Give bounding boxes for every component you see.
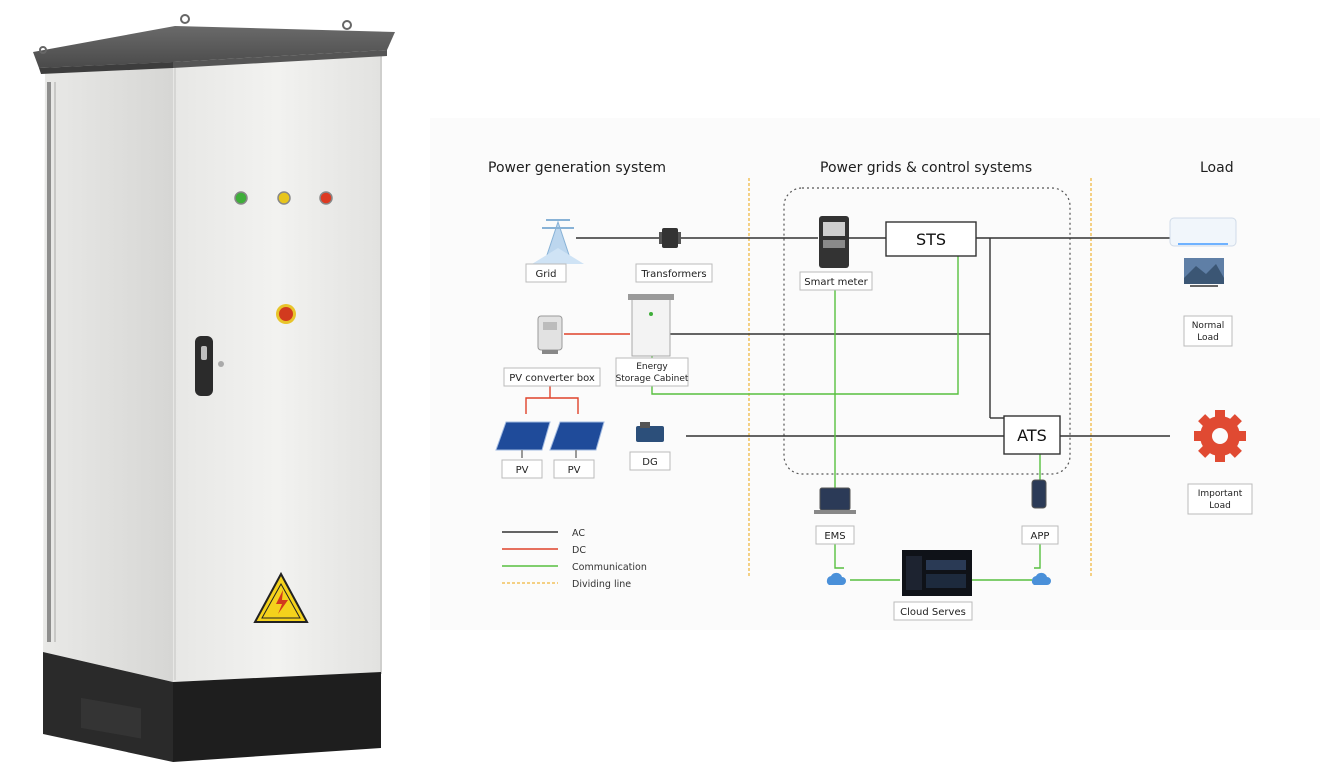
app-label-box [1021, 525, 1059, 545]
control-system-boundary [783, 187, 1071, 475]
legend: AC DC Communication Dividing line [502, 528, 647, 590]
ems-label: EMS [824, 531, 845, 542]
red-indicator-light [319, 191, 333, 205]
header-load: Load [1200, 160, 1234, 176]
cabinet-roof [33, 26, 395, 68]
energy-storage-cabinet-image [25, 12, 405, 772]
dg-label-box [629, 451, 671, 471]
cloud-icon-right [1031, 572, 1051, 585]
normal-load-label-line1: Normal [1192, 321, 1225, 331]
ats-label: ATS [1017, 426, 1047, 445]
legend-label-dividing: Dividing line [572, 579, 631, 590]
storage-label-line2: Storage Cabinet [616, 374, 689, 384]
normal-load-label-box [1183, 315, 1233, 347]
pv1-label-box [501, 459, 543, 479]
important-load-label-box [1187, 483, 1253, 515]
legend-label-dc: DC [572, 545, 586, 556]
important-load-label-line1: Important [1198, 489, 1243, 499]
transformer-icon [659, 228, 681, 248]
ats-box [1003, 415, 1061, 455]
cabinet-illustration [33, 14, 395, 762]
yellow-indicator-light [277, 191, 291, 205]
pv-panel-icon-2 [549, 421, 605, 458]
smart-meter-icon [819, 216, 849, 268]
cloud-label: Cloud Serves [900, 607, 966, 618]
dg-label: DG [642, 457, 657, 468]
grid-label-box [525, 263, 567, 283]
header-grids: Power grids & control systems [820, 160, 1032, 176]
cloud-icon-left [826, 572, 846, 585]
system-diagram: Power generation system Power grids & co… [430, 118, 1320, 630]
app-phone-icon [1031, 479, 1047, 509]
ems-laptop-icon [814, 487, 856, 514]
normal-load-label-line2: Load [1197, 333, 1219, 343]
header-generation: Power generation system [488, 160, 666, 176]
storage-label-box [615, 357, 689, 387]
green-indicator-light [234, 191, 248, 205]
sts-label: STS [916, 230, 946, 249]
dc-lines [525, 333, 630, 414]
smart-meter-label-box [799, 271, 873, 291]
sts-box [885, 221, 977, 257]
smart-meter-label: Smart meter [804, 277, 868, 288]
system-diagram-svg: Power generation system Power grids & co… [488, 160, 1253, 621]
app-label: APP [1031, 531, 1050, 542]
cloud-server-dashboard-icon [902, 550, 972, 596]
ems-label-box [815, 525, 855, 545]
pv-converter-box-icon [537, 315, 563, 354]
door-handle [195, 336, 213, 396]
pv-converter-label: PV converter box [509, 373, 595, 384]
cloud-label-box [893, 601, 973, 621]
pv2-label: PV [568, 465, 581, 476]
legend-label-ac: AC [572, 528, 585, 539]
transformers-label: Transformers [640, 269, 706, 280]
pv-panel-icon-1 [495, 421, 551, 458]
ac-lines [576, 237, 1170, 437]
energy-storage-cabinet-icon [628, 294, 674, 357]
important-load-label-line2: Load [1209, 501, 1231, 511]
pv-converter-label-box [503, 367, 601, 387]
pv1-label: PV [516, 465, 529, 476]
cabinet-side-panel [43, 52, 173, 682]
legend-label-communication: Communication [572, 562, 647, 573]
grid-tower-icon [532, 219, 584, 264]
pv2-label-box [553, 459, 595, 479]
grid-label: Grid [536, 269, 557, 280]
storage-label-line1: Energy [636, 362, 668, 372]
transformers-label-box [635, 263, 713, 283]
gear-icon [1194, 410, 1246, 462]
diesel-generator-icon [636, 422, 664, 442]
television-icon [1184, 258, 1224, 287]
air-conditioner-icon [1169, 217, 1237, 247]
